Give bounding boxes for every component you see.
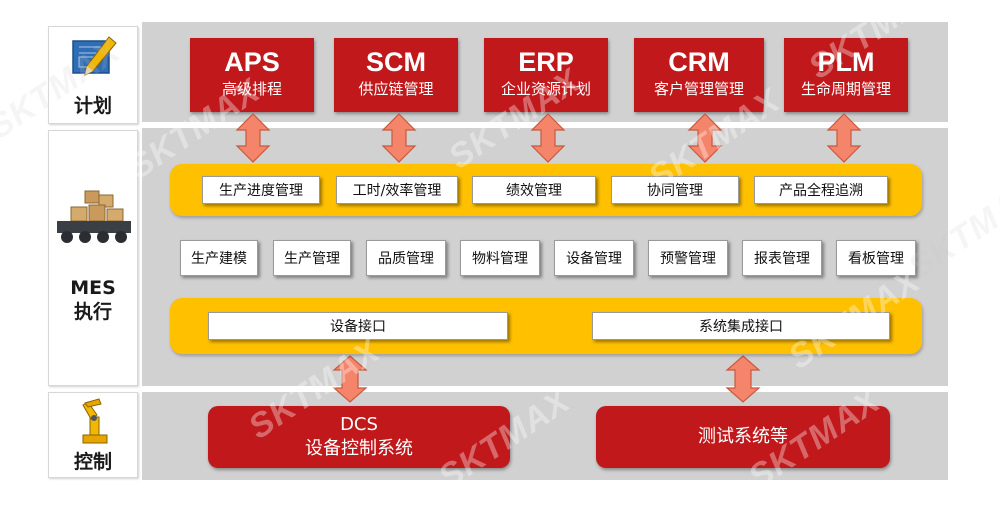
test-system-title: 测试系统等 bbox=[698, 426, 788, 447]
plan-layer-label-box: 计划 bbox=[48, 26, 138, 124]
mes-module-report-management: 报表管理 bbox=[742, 240, 822, 276]
erp-system-box: ERP 企业资源计划 bbox=[484, 38, 608, 112]
scm-system-box: SCM 供应链管理 bbox=[334, 38, 458, 112]
mes-layer-label-line2: 执行 bbox=[73, 301, 112, 323]
crm-subtitle: 客户管理管理 bbox=[653, 80, 744, 98]
aps-subtitle: 高级排程 bbox=[221, 80, 282, 98]
aps-system-box: APS 高级排程 bbox=[190, 38, 314, 112]
blueprint-pencil-icon bbox=[72, 36, 117, 76]
crm-title: CRM bbox=[668, 47, 730, 77]
mes-module-quality-management: 品质管理 bbox=[366, 240, 446, 276]
device-interface-arrow bbox=[332, 355, 368, 403]
mes-module-equipment-management: 设备管理 bbox=[554, 240, 634, 276]
scm-title: SCM bbox=[366, 47, 426, 77]
mes-module-production-modeling: 生产建模 bbox=[180, 240, 258, 276]
device-interface-box: 设备接口 bbox=[208, 312, 508, 340]
scm-subtitle: 供应链管理 bbox=[358, 80, 434, 98]
control-layer-label: 控制 bbox=[73, 451, 112, 473]
mes-module-kanban-management: 看板管理 bbox=[836, 240, 916, 276]
plm-title: PLM bbox=[817, 47, 875, 77]
mes-layer-label-line1: MES bbox=[70, 277, 116, 299]
mes-layer-label-box: MES 执行 bbox=[48, 130, 138, 386]
mes-band-item-collaboration: 协同管理 bbox=[611, 176, 739, 204]
mes-band-item-production-progress: 生产进度管理 bbox=[202, 176, 320, 204]
robot-arm-icon bbox=[82, 398, 108, 444]
integration-interface-arrow bbox=[725, 355, 761, 403]
test-system-box: 测试系统等 bbox=[596, 406, 890, 468]
dcs-title: DCS bbox=[340, 414, 378, 435]
mes-module-production-management: 生产管理 bbox=[273, 240, 351, 276]
erp-mes-arrow bbox=[530, 113, 566, 163]
mes-band-item-performance: 绩效管理 bbox=[472, 176, 596, 204]
dcs-control-system-box: DCS 设备控制系统 bbox=[208, 406, 510, 468]
plm-mes-arrow bbox=[826, 113, 862, 163]
control-layer-label-box: 控制 bbox=[48, 392, 138, 478]
mes-band-item-work-hours-efficiency: 工时/效率管理 bbox=[336, 176, 458, 204]
mes-module-material-management: 物料管理 bbox=[460, 240, 540, 276]
erp-subtitle: 企业资源计划 bbox=[500, 80, 591, 98]
plm-system-box: PLM 生命周期管理 bbox=[784, 38, 908, 112]
scm-mes-arrow bbox=[381, 113, 417, 163]
mes-module-alert-management: 预警管理 bbox=[648, 240, 728, 276]
crm-system-box: CRM 客户管理管理 bbox=[634, 38, 764, 112]
conveyor-boxes-icon bbox=[57, 190, 131, 243]
plm-subtitle: 生命周期管理 bbox=[800, 80, 891, 98]
dcs-subtitle: 设备控制系统 bbox=[305, 438, 413, 459]
erp-title: ERP bbox=[518, 47, 574, 77]
aps-title: APS bbox=[224, 47, 280, 77]
aps-mes-arrow bbox=[235, 113, 271, 163]
crm-mes-arrow bbox=[687, 113, 723, 163]
system-integration-interface-box: 系统集成接口 bbox=[592, 312, 890, 340]
plan-layer-label: 计划 bbox=[73, 95, 112, 117]
mes-band-item-product-traceability: 产品全程追溯 bbox=[754, 176, 888, 204]
